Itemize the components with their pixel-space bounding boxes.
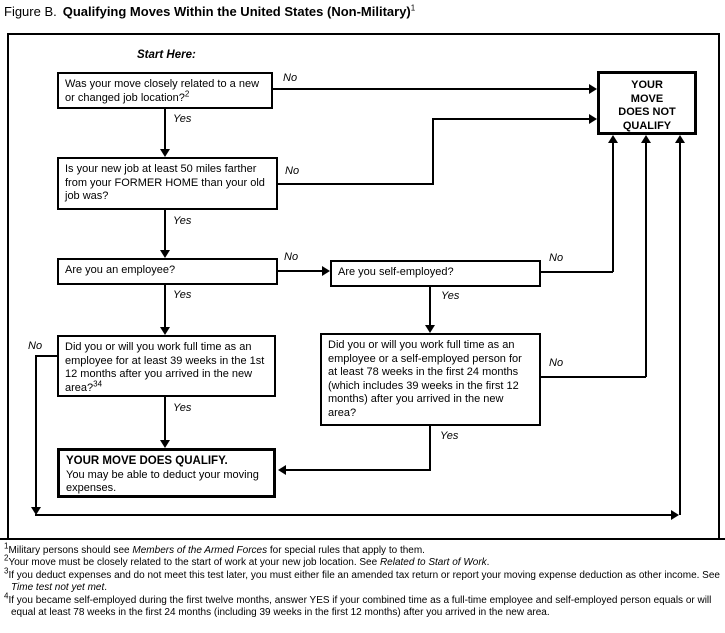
footnote-ref-2: 2 [184, 88, 190, 98]
footnote-2-text: Your move must be closely related to the… [8, 557, 380, 569]
label-no-q6: No [549, 357, 564, 369]
not-qualify-line: MOVE [630, 92, 664, 105]
question-box-50-miles: Is your new job at least 50 miles farthe… [57, 157, 278, 210]
figure-title: Figure B. Qualifying Moves Within the Uni… [4, 4, 415, 19]
footnote-2-marker: 2 [4, 554, 9, 564]
arrowhead-q6-yes [278, 465, 286, 475]
connector-q6-no-riser [645, 143, 647, 377]
question-text: Did you or will you work full time as an… [328, 339, 522, 419]
arrowhead-q5-no-down [31, 507, 41, 515]
arrowhead-q5-yes [160, 440, 170, 448]
connector-q6-yes-line [286, 469, 431, 471]
footnote-ref-34: 34 [93, 378, 103, 388]
arrowhead-q5-no-right [671, 510, 679, 520]
label-yes-q3: Yes [173, 289, 192, 301]
arrowhead-q4-no [608, 135, 618, 143]
connector-q5-no-drop [35, 355, 37, 507]
footnote-3: 3If you deduct expenses and do not meet … [4, 567, 721, 595]
footnote-3-text: If you deduct expenses and do not meet t… [8, 569, 720, 581]
label-yes-q5: Yes [173, 402, 192, 414]
connector-q1-yes-line [164, 109, 166, 150]
qualify-text: You may be able to deduct your moving ex… [66, 468, 259, 495]
label-no-q3: No [284, 251, 299, 263]
result-box-qualify: YOUR MOVE DOES QUALIFY. You may be able … [57, 448, 276, 498]
connector-q3-no-line [277, 270, 322, 272]
label-yes-q2: Yes [173, 215, 192, 227]
footnote-1-marker: 1 [4, 541, 9, 551]
arrowhead-q3-yes [160, 327, 170, 335]
connector-q6-no-line [541, 376, 646, 378]
question-text: Did you or will you work full time as an… [65, 341, 265, 394]
result-box-not-qualify: YOUR MOVE DOES NOT QUALIFY [597, 71, 697, 135]
question-box-self-employed: Are you self-employed? [330, 260, 541, 287]
connector-q3-yes-line [164, 285, 166, 327]
arrowhead-q1-no [589, 84, 597, 94]
footnote-1: 1Military persons should see Members of … [4, 541, 721, 557]
arrowhead-q3-no [322, 266, 330, 276]
connector-q6-yes-drop [429, 426, 431, 471]
arrowhead-q2-no [589, 114, 597, 124]
connector-q2-no-line [277, 183, 434, 185]
footnote-1-text: Military persons should see [8, 545, 133, 556]
connector-q4-yes-line [429, 287, 431, 325]
qualify-heading: YOUR MOVE DOES QUALIFY. [66, 455, 228, 467]
not-qualify-line: QUALIFY [622, 119, 672, 132]
footnote-2-text-end: . [486, 557, 490, 569]
label-yes-q6: Yes [440, 430, 459, 442]
arrowhead-q4-yes [425, 325, 435, 333]
arrowhead-q2-yes [160, 250, 170, 258]
footnote-1-italic: Members of the Armed Forces [132, 545, 268, 556]
figure-label: Figure B. [4, 4, 57, 19]
label-no-q1: No [283, 72, 298, 84]
start-here-label: Start Here: [137, 49, 196, 61]
label-no-q4: No [549, 252, 564, 264]
question-box-39-weeks: Did you or will you work full time as an… [57, 335, 276, 397]
footnote-3-text-end: . [104, 582, 108, 594]
label-yes-q4: Yes [441, 290, 460, 302]
connector-q5-no-line [36, 355, 57, 357]
label-no-q5: No [28, 340, 43, 352]
footnote-separator-line [0, 538, 725, 540]
arrowhead-q5-no-up [675, 135, 685, 143]
footnote-4: 4If you became self-employed during the … [4, 592, 721, 620]
footnote-3-italic: Time test not yet met [11, 582, 105, 594]
connector-q4-no-line [541, 271, 613, 273]
connector-q2-no-riser [432, 118, 434, 185]
connector-q5-no-riser [679, 143, 681, 515]
question-text: Was your move closely related to a new o… [65, 78, 260, 104]
footnote-4-marker: 4 [4, 591, 9, 601]
question-text: Are you self-employed? [338, 266, 454, 278]
footnotes: 1Military persons should see Members of … [4, 541, 721, 620]
footnote-2: 2Your move must be closely related to th… [4, 554, 721, 569]
connector-q5-yes-line [164, 397, 166, 440]
connector-q4-no-riser [612, 143, 614, 272]
footnote-2-italic: Related to Start of Work [379, 557, 487, 569]
label-no-q2: No [285, 165, 300, 177]
question-box-job-location: Was your move closely related to a new o… [57, 72, 273, 109]
not-qualify-line: DOES NOT [618, 106, 676, 118]
question-box-78-weeks: Did you or will you work full time as an… [320, 333, 541, 426]
arrowhead-q6-no [641, 135, 651, 143]
label-yes-q1: Yes [173, 113, 192, 125]
footnote-3-marker: 3 [4, 566, 9, 576]
question-text: Are you an employee? [65, 264, 176, 276]
footnote-1-text-end: for special rules that apply to them. [267, 545, 425, 556]
connector-q2-no-line2 [432, 118, 589, 120]
title-footnote-ref: 1 [410, 3, 416, 13]
connector-q2-yes-line [164, 210, 166, 250]
not-qualify-line: YOUR [631, 79, 663, 91]
connector-q1-no-line [273, 88, 591, 90]
question-text: Is your new job at least 50 miles farthe… [65, 163, 265, 202]
question-box-employee: Are you an employee? [57, 258, 278, 285]
footnote-4-text: If you became self-employed during the f… [8, 594, 712, 619]
arrowhead-q1-yes [160, 149, 170, 157]
figure-title-text: Qualifying Moves Within the United State… [62, 4, 411, 19]
connector-q5-no-bottom [35, 514, 671, 516]
